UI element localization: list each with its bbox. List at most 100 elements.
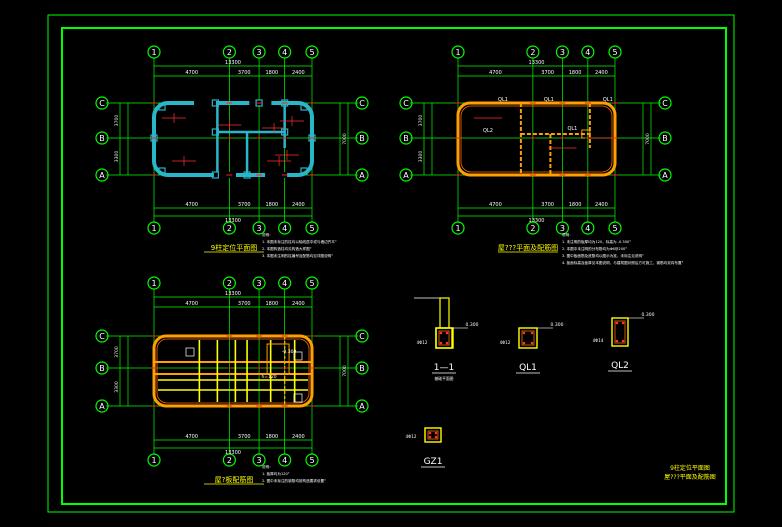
section-outline (518, 327, 538, 349)
axis-top-3-label: 3 (257, 48, 262, 57)
axis-left-B-circle (399, 131, 413, 145)
dim-text-bay-top: 4700 (185, 301, 198, 307)
dim-text-right-total: 7000 (645, 133, 651, 145)
detail-rebar-note: 4Φ12 (417, 340, 428, 345)
dim-text-bay-top: 2400 (292, 301, 305, 307)
plan-note: 3. 图中板面筋及底筋均以图示为准，未标注见说明° (562, 253, 644, 258)
axis-bottom-1-circle (451, 221, 465, 235)
plan-note: 1. 本图未标注的柱均以轴线居中或与墙边齐平° (262, 239, 337, 244)
plan-title: 9柱定位平面图 (211, 243, 257, 252)
axis-top-3-label: 3 (257, 279, 262, 288)
axis-bottom-4-label: 4 (585, 224, 590, 233)
axis-bottom-1-label: 1 (151, 224, 156, 233)
axis-bottom-2-label: 2 (227, 224, 232, 233)
axis-top-3-label: 3 (560, 48, 565, 57)
axis-right-C-circle (355, 96, 369, 110)
dim-text-left-2: 3300 (114, 151, 120, 163)
dim-text-bay-top: 4700 (489, 70, 502, 76)
dim-text-total-top: 13300 (225, 291, 241, 297)
axis-bottom-1-circle (147, 453, 161, 467)
rebar-dot (522, 341, 526, 345)
axis-bottom-3-label: 3 (257, 224, 262, 233)
plan-note: 2. 本图中未注明的分布筋均为Φ6@200° (562, 246, 627, 251)
axis-top-4-label: 4 (282, 48, 287, 57)
dim-text-left-2: 3300 (114, 381, 120, 393)
rebar-dot (445, 331, 449, 335)
axis-top-3-circle (252, 276, 266, 290)
axis-bottom-4-label: 4 (282, 456, 287, 465)
dim-text-left-1: 3700 (418, 115, 424, 127)
plan-note: 说明： (562, 232, 573, 237)
title-block-line1: 9柱定位平面图 (670, 464, 710, 472)
detail-rebar-note: 4Φ12 (500, 340, 511, 345)
axis-top-3-circle (252, 45, 266, 59)
axis-top-5-circle (608, 45, 622, 59)
dim-text-left-1: 3700 (114, 115, 120, 127)
axis-left-B-label: B (99, 364, 105, 373)
detail-level: 0.300 (642, 312, 655, 318)
ring-beam-outer (152, 334, 314, 408)
title-block: 9柱定位平面图 屋???平面及配筋图 (664, 464, 716, 481)
axis-right-B-label: B (359, 364, 365, 373)
ring-beam-inner (460, 105, 613, 173)
rebar-dot (615, 339, 619, 343)
axis-bottom-4-circle (278, 453, 292, 467)
dim-text-bay-top: 2400 (595, 70, 608, 76)
rebar-dot (621, 321, 625, 325)
beam-label: QL1 (603, 97, 613, 103)
axis-bottom-2-label: 2 (227, 456, 232, 465)
dim-text-bay-top: 1800 (569, 70, 582, 76)
detail-label: 1—1 (434, 363, 454, 373)
dim-text-bay-bottom: 3700 (541, 202, 554, 208)
axis-right-C-circle (658, 96, 672, 110)
beam-label: QL1 (567, 126, 577, 132)
axis-left-C-circle (95, 96, 109, 110)
dim-text-total-top: 13300 (225, 60, 241, 66)
axis-left-A-label: A (99, 171, 105, 180)
detail-label: QL2 (611, 361, 629, 371)
plan-title: 屋???平面及配筋图 (498, 243, 558, 252)
rebar-tag-box (293, 393, 303, 403)
plan-note: 2. 图中未标注的钢筋均按构造要求设置° (262, 478, 326, 483)
column-mark (300, 103, 308, 111)
dim-text-bay-top: 3700 (238, 301, 251, 307)
dim-text-left-1: 3700 (114, 346, 120, 358)
axis-right-A-label: A (662, 171, 668, 180)
rebar-dot (530, 331, 534, 335)
axis-top-1-label: 1 (151, 279, 156, 288)
axis-top-5-label: 5 (309, 279, 314, 288)
column-mark (300, 167, 308, 175)
axis-right-B-label: B (662, 134, 668, 143)
plan-note: 1. 板厚均为120° (262, 471, 290, 476)
dim-text-bay-bottom: 1800 (569, 202, 582, 208)
plan-title: 屋?板配筋图 (215, 475, 254, 484)
axis-top-3-circle (555, 45, 570, 59)
wall-opening (265, 172, 288, 178)
dim-text-bay-bottom: 4700 (489, 202, 502, 208)
detail-label: QL1 (519, 363, 537, 373)
detail-rebar-note: 4Φ14 (593, 338, 604, 343)
axis-bottom-3-label: 3 (257, 456, 262, 465)
dim-text-bay-top: 4700 (185, 70, 198, 76)
dim-text-total-bottom: 13300 (529, 218, 545, 224)
detail-label: GZ1 (424, 457, 443, 467)
outer-frame (47, 14, 735, 513)
axis-top-5-label: 5 (309, 48, 314, 57)
axis-bottom-2-circle (222, 453, 236, 467)
axis-left-C-circle (399, 96, 413, 110)
stirrup (438, 330, 450, 346)
axis-bottom-4-label: 4 (282, 224, 287, 233)
level-tag: -0.300 (282, 349, 297, 355)
axis-bottom-5-circle (305, 221, 319, 235)
rebar-tag-box (185, 347, 195, 357)
plan-note: 说明： (262, 232, 273, 237)
rebar-dot (434, 435, 438, 439)
axis-left-A-circle (399, 168, 413, 182)
dim-text-bay-bottom: 3700 (238, 434, 251, 440)
rebar-dot (439, 331, 443, 335)
